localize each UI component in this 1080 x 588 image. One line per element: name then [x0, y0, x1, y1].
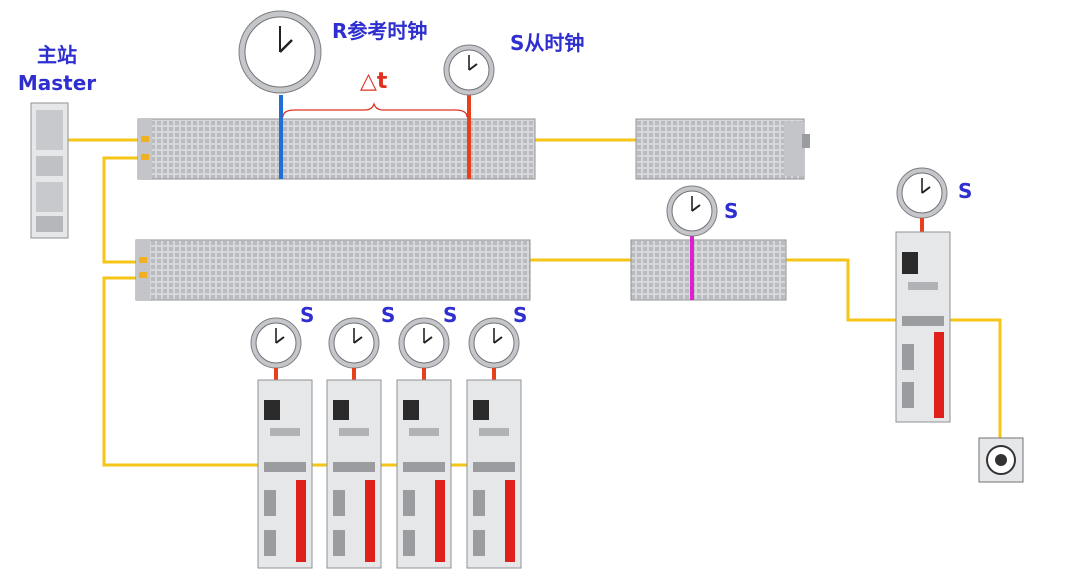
- io-rack-top: [137, 118, 536, 180]
- io-rack-top-right: [635, 118, 810, 180]
- clock-icon: [398, 317, 450, 369]
- reference-clock-label: R参考时钟: [332, 19, 427, 43]
- slave-tag: S: [958, 179, 972, 203]
- slave-tag: S: [724, 199, 738, 223]
- cable-right-drive: [784, 258, 1002, 440]
- io-rack-middle: [135, 239, 531, 301]
- clock-icon: [328, 317, 380, 369]
- cable-master-left-loop: [102, 156, 142, 264]
- io-rack-middle-right: [630, 239, 787, 301]
- delta-t-label: △t: [360, 69, 388, 94]
- slave-tag: S: [381, 303, 395, 327]
- clock-icon: [238, 10, 322, 94]
- clock-icon: [896, 167, 948, 219]
- master-label-en: Master: [18, 71, 96, 95]
- clock-icon: [443, 44, 495, 96]
- clocks: [238, 10, 948, 369]
- servo-drive: [466, 379, 522, 569]
- slave-clock-label: S从时钟: [510, 31, 584, 55]
- cables: [64, 138, 1002, 467]
- servo-drive: [326, 379, 382, 569]
- clock-icon: [250, 317, 302, 369]
- clock-icon: [468, 317, 520, 369]
- servo-drive: [396, 379, 452, 569]
- motor-icon: [978, 437, 1024, 483]
- servo-drives: [257, 231, 951, 569]
- clock-icon: [666, 185, 718, 237]
- master-station: [30, 102, 69, 239]
- servo-drive: [257, 379, 313, 569]
- slave-tag: S: [443, 303, 457, 327]
- servo-drive: [895, 231, 951, 423]
- master-label-cn: 主站: [37, 43, 77, 67]
- slave-tag: S: [300, 303, 314, 327]
- brace-icon: [282, 102, 468, 118]
- drive-clock-stems: [274, 218, 924, 380]
- slave-tag: S: [513, 303, 527, 327]
